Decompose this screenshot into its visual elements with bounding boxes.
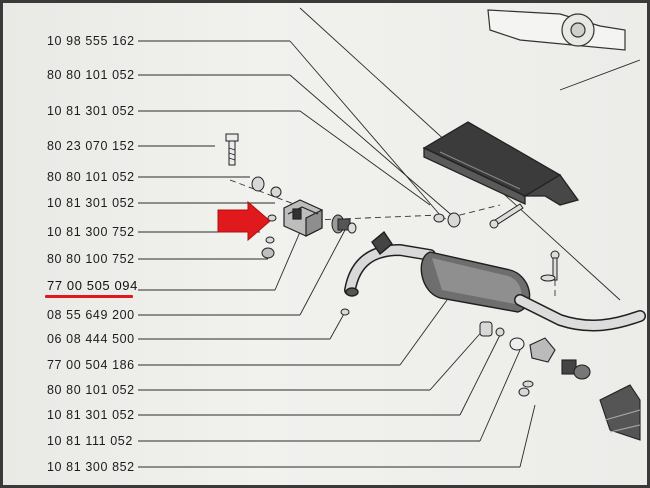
bolt-part [225,133,239,166]
clamp-parts [529,337,641,441]
part-number-11: 06 08 444 500 [47,332,135,346]
parts-catalog-sheet [4,3,645,485]
part-number-6: 10 81 301 052 [47,196,135,210]
part-number-16: 10 81 300 852 [47,460,135,474]
part-number-10: 08 55 649 200 [47,308,135,322]
part-number-8: 80 80 100 752 [47,252,135,266]
part-number-14: 10 81 301 052 [47,408,135,422]
part-number-13: 80 80 101 052 [47,383,135,397]
highlight-underline [45,295,133,298]
part-number-5: 80 80 101 052 [47,170,135,184]
car-silhouette [487,9,626,51]
part-number-2: 80 80 101 052 [47,68,135,82]
part-number-12: 77 00 504 186 [47,358,135,372]
part-number-3: 10 81 301 052 [47,104,135,118]
exhaust-pipe-muffler [344,230,646,332]
part-number-highlighted: 77 00 505 094 [47,278,138,293]
exhaust-bracket-part [283,199,323,237]
rubber-insulator [331,214,357,234]
screw-parts [489,203,560,282]
part-number-15: 10 81 111 052 [47,434,133,448]
nut-washer-parts [251,176,534,397]
part-number-7: 10 81 300 752 [47,225,135,239]
part-number-4: 80 23 070 152 [47,139,135,153]
leader-lines [138,7,641,468]
part-number-1: 10 98 555 162 [47,34,135,48]
red-arrow-icon [217,200,271,242]
heat-shield [422,121,580,206]
